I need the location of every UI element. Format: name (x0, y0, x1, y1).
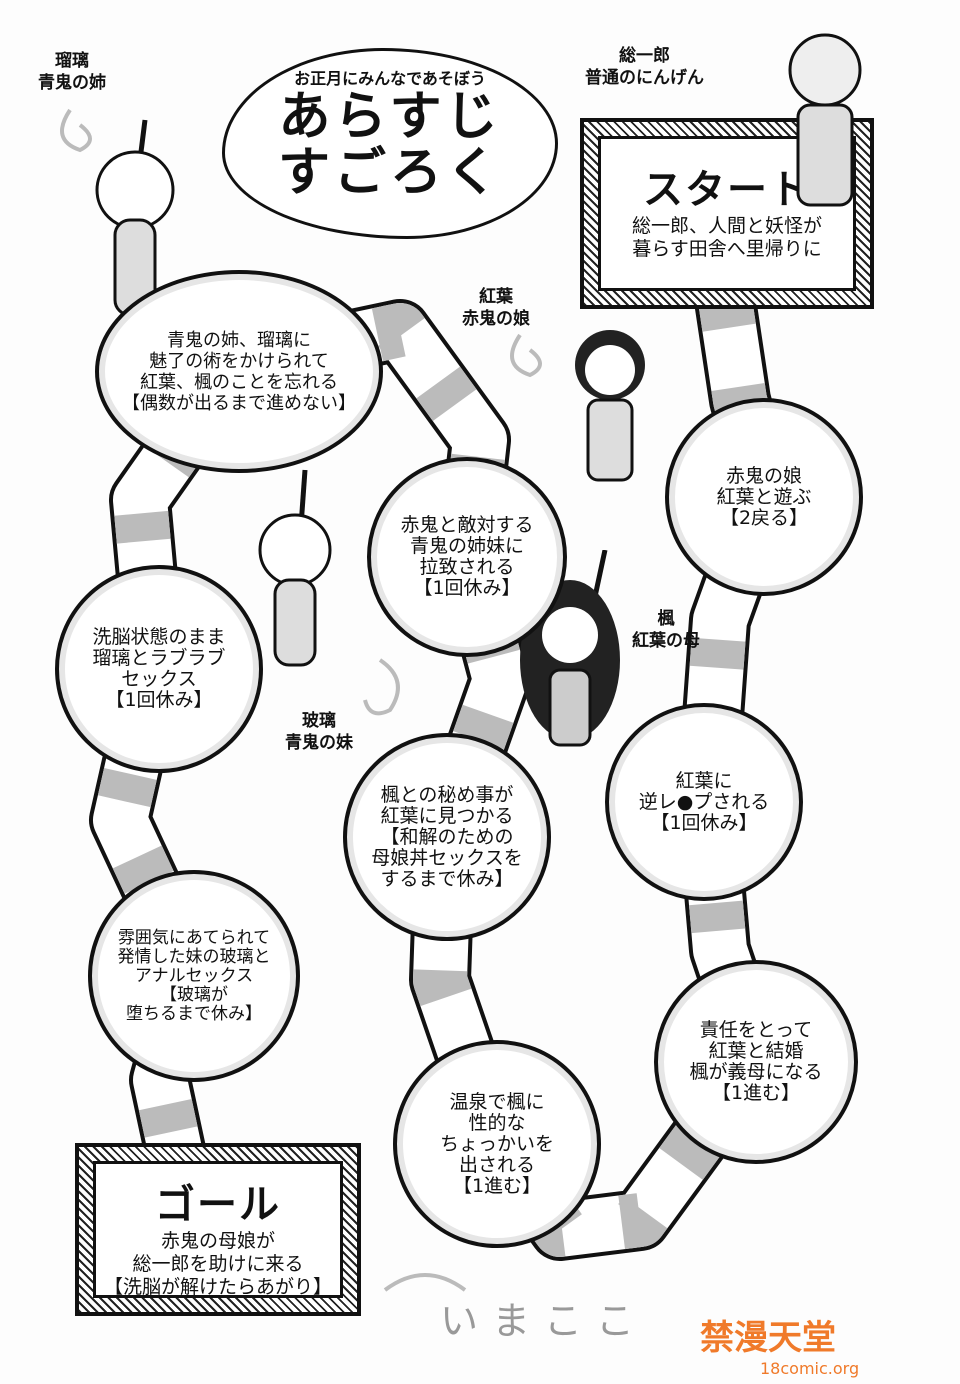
character-figure-hari (258, 469, 332, 667)
goal-desc-3: 【洗脳が解けたらあがり】 (103, 1276, 332, 1298)
title-line-1: あらすじ (278, 87, 502, 147)
here-marker: いまここ (440, 1299, 649, 1343)
goal-box: ゴール 赤鬼の母娘が 総一郎を助けに来る 【洗脳が解けたらあがり】 (75, 1143, 361, 1316)
character-label-ruri: 瑠璃青鬼の姉 (38, 51, 106, 93)
title-cloud: お正月にみんなであそぼう あらすじ すごろく (222, 48, 558, 239)
start-desc-1: 総一郎、人間と妖怪が (631, 215, 822, 237)
board-cell-2: 紅葉に逆レ●プされる【1回休み】 (605, 703, 803, 901)
title-line-2: すごろく (277, 143, 502, 203)
goal-desc-1: 赤鬼の母娘が (160, 1230, 275, 1252)
board-cell-7: 青鬼の姉、瑠璃に魅了の術をかけられて紅葉、楓のことを忘れる【偶数が出るまで進めな… (95, 270, 383, 473)
title-subtitle: お正月にみんなであそぼう (294, 69, 486, 88)
board-cell-4: 温泉で楓に性的なちょっかいを出される【1進む】 (393, 1040, 601, 1248)
board-cell-5: 楓との秘め事が紅葉に見つかる【和解のための母娘丼セックスをするまで休み】 (343, 733, 551, 941)
character-label-kaede: 楓紅葉の母 (632, 609, 700, 651)
character-label-hari: 玻璃青鬼の妹 (285, 711, 353, 753)
board-cell-8: 洗脳状態のまま瑠璃とラブラブセックス【1回休み】 (55, 565, 263, 773)
goal-desc-2: 総一郎を助けに来る (132, 1253, 304, 1275)
board-cell-3: 責任をとって紅葉と結婚楓が義母になる【1進む】 (654, 960, 858, 1164)
watermark-logo: 禁漫天堂 18comic.org (700, 1318, 860, 1378)
character-figure-kaede (520, 550, 620, 747)
character-label-soichiro: 総一郎普通のにんげん (585, 46, 704, 88)
goal-label: ゴール (155, 1182, 281, 1228)
board-cell-6: 赤鬼と敵対する青鬼の姉妹に拉致される【1回休み】 (367, 457, 567, 657)
board-cell-9: 雰囲気にあてられて発情した妹の玻璃とアナルセックス【玻璃が堕ちるまで休み】 (88, 870, 300, 1082)
character-label-momiji: 紅葉赤鬼の娘 (462, 287, 530, 329)
character-figure-soichiro (788, 33, 862, 207)
start-label: スタート (643, 167, 811, 213)
board-cell-1: 赤鬼の娘紅葉と遊ぶ【2戻る】 (665, 398, 863, 596)
character-figure-ruri (95, 119, 175, 317)
character-figure-momiji (575, 330, 645, 482)
start-desc-2: 暮らす田舎へ里帰りに (632, 238, 822, 260)
decorative-swirls (60, 108, 542, 1292)
